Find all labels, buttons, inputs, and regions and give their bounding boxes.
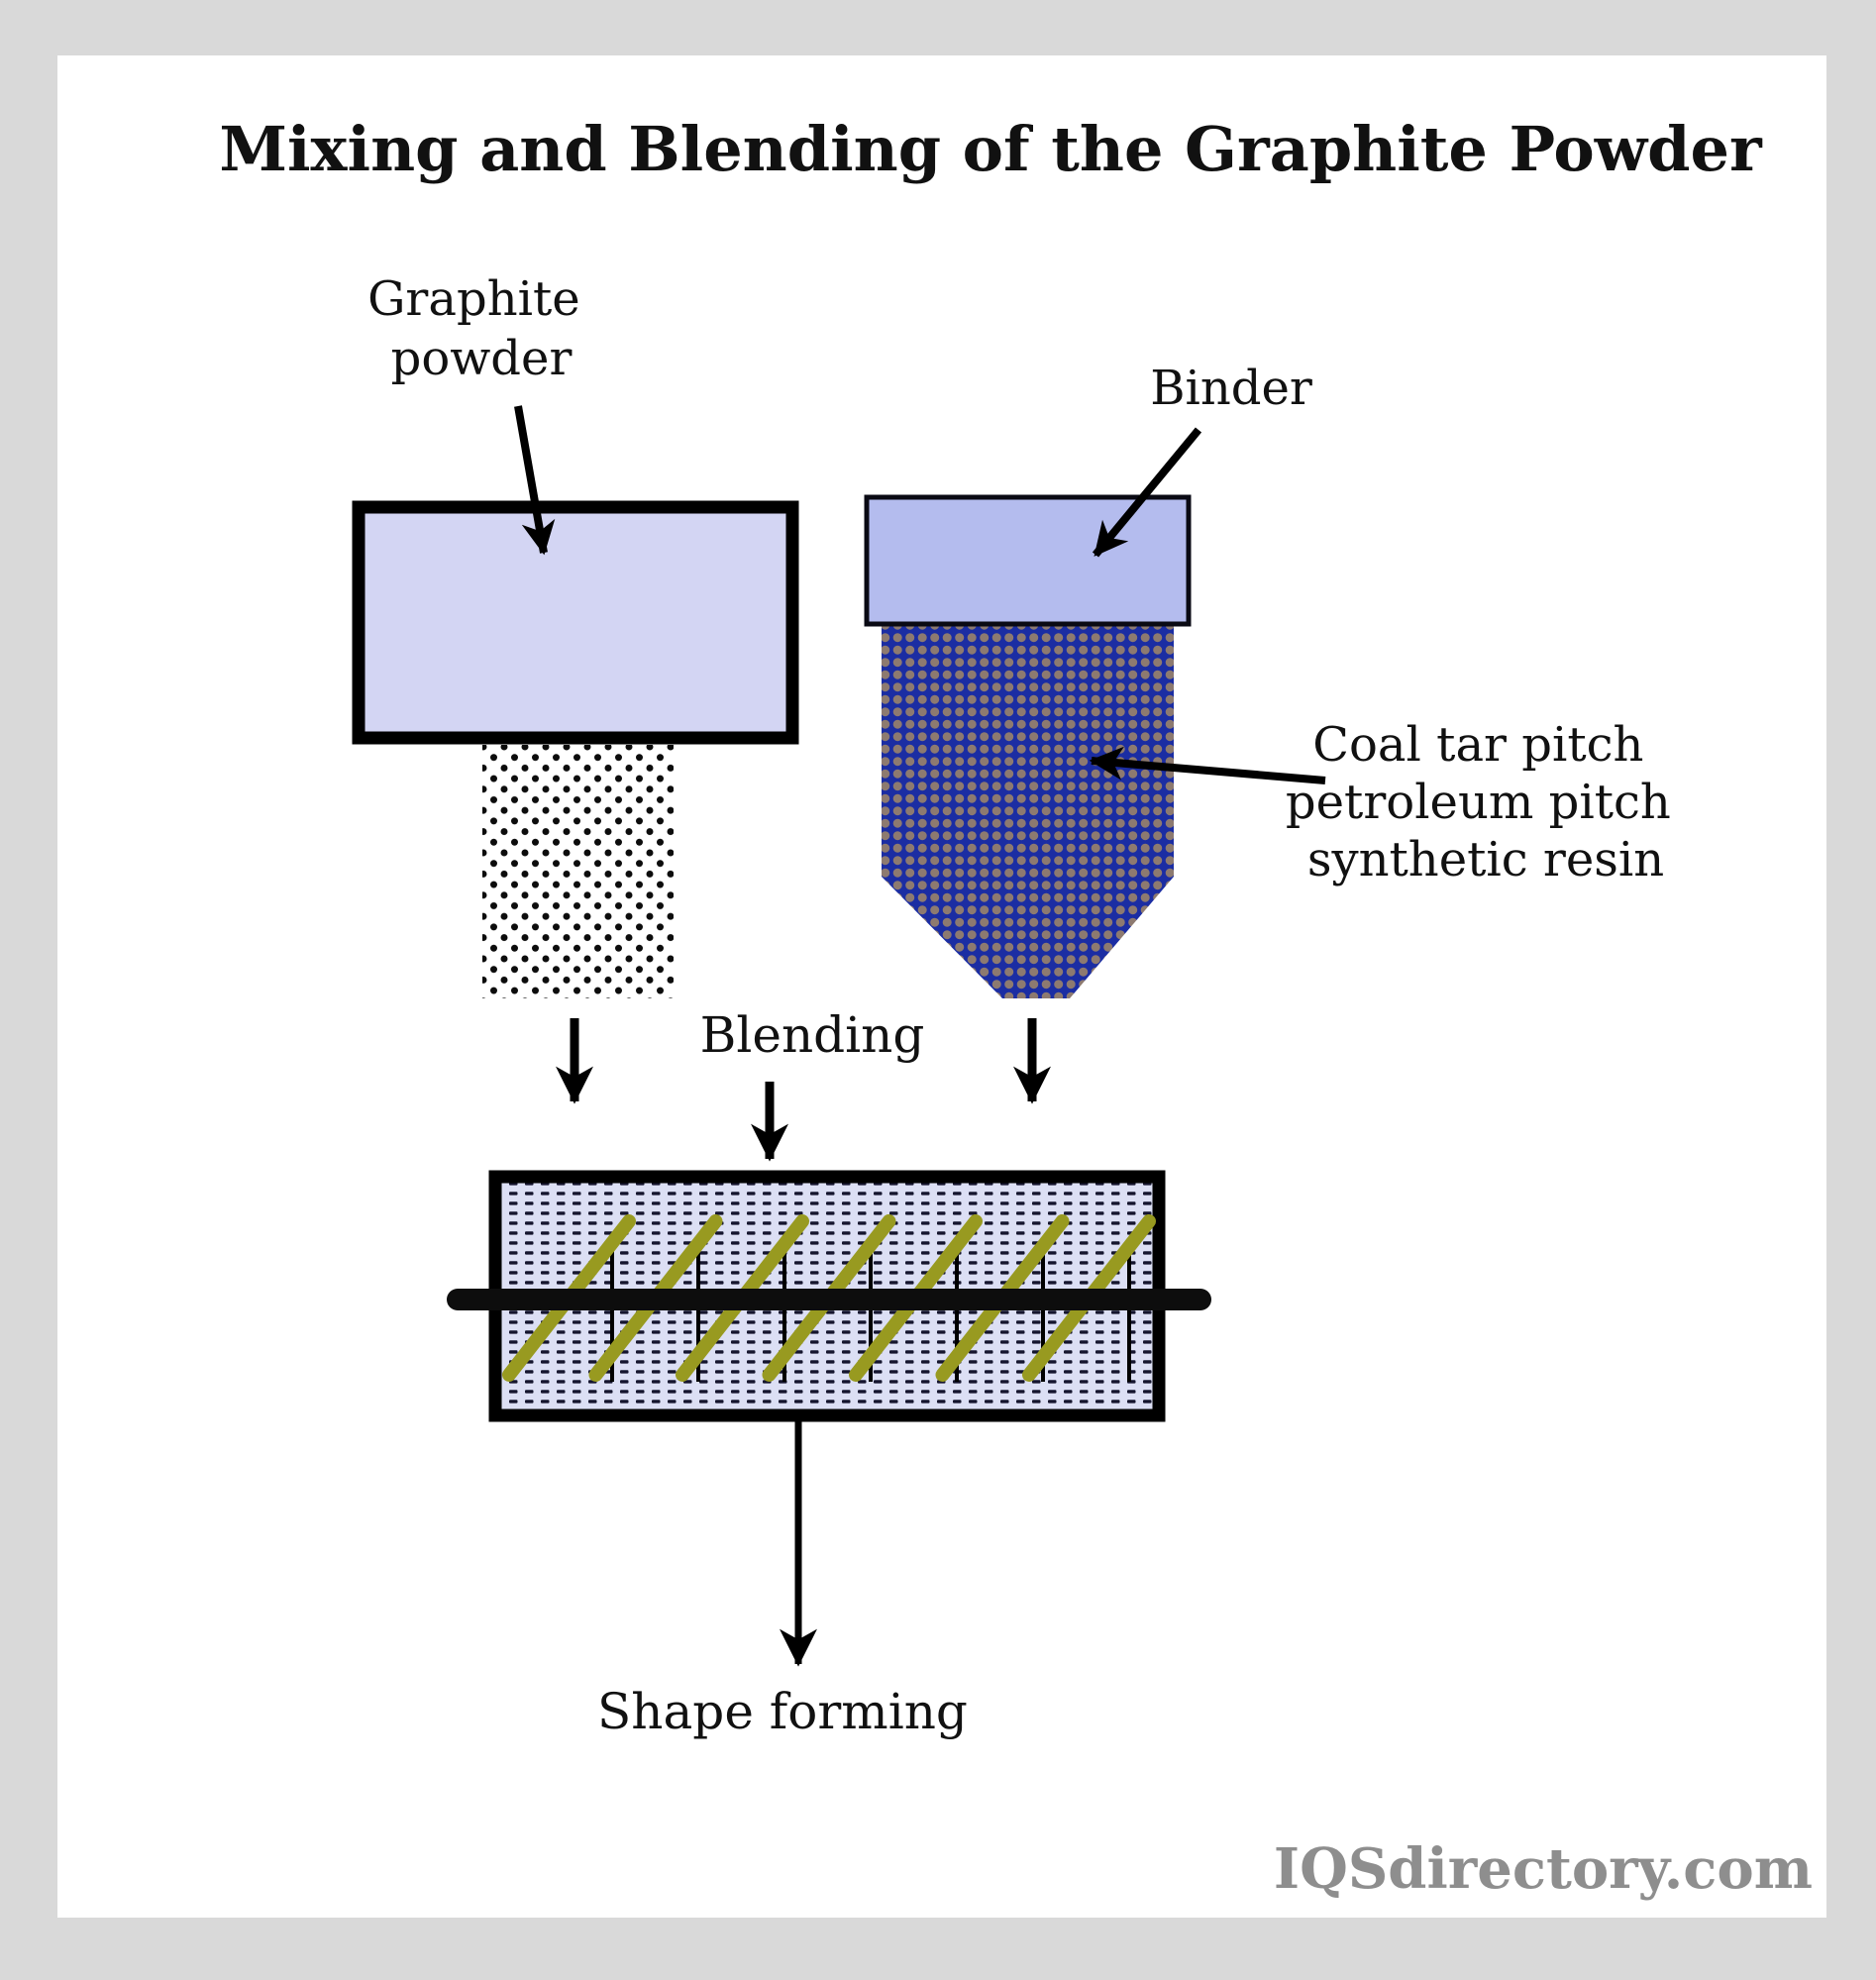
canvas-area xyxy=(57,55,1826,1918)
watermark: IQSdirectory.com xyxy=(1274,1836,1813,1902)
powder-stream xyxy=(482,745,674,998)
binder-label: Binder xyxy=(1150,361,1312,416)
shape-forming-label: Shape forming xyxy=(597,1683,968,1740)
binder-funnel xyxy=(882,624,1174,998)
coal-pointer-arrow xyxy=(1089,746,1326,784)
page-title: Mixing and Blending of the Graphite Powd… xyxy=(219,113,1763,185)
binder-pointer-arrow xyxy=(1092,427,1202,558)
blending-label: Blending xyxy=(700,1006,925,1064)
coal-tar-pitch-label: Coal tar pitch petroleum pitch synthetic… xyxy=(1286,717,1686,887)
graphite-powder-label: Graphite powder xyxy=(367,271,595,386)
graphite-hopper xyxy=(352,500,799,745)
binder-hopper xyxy=(864,494,1192,627)
graphite-pointer-arrow xyxy=(514,405,556,556)
